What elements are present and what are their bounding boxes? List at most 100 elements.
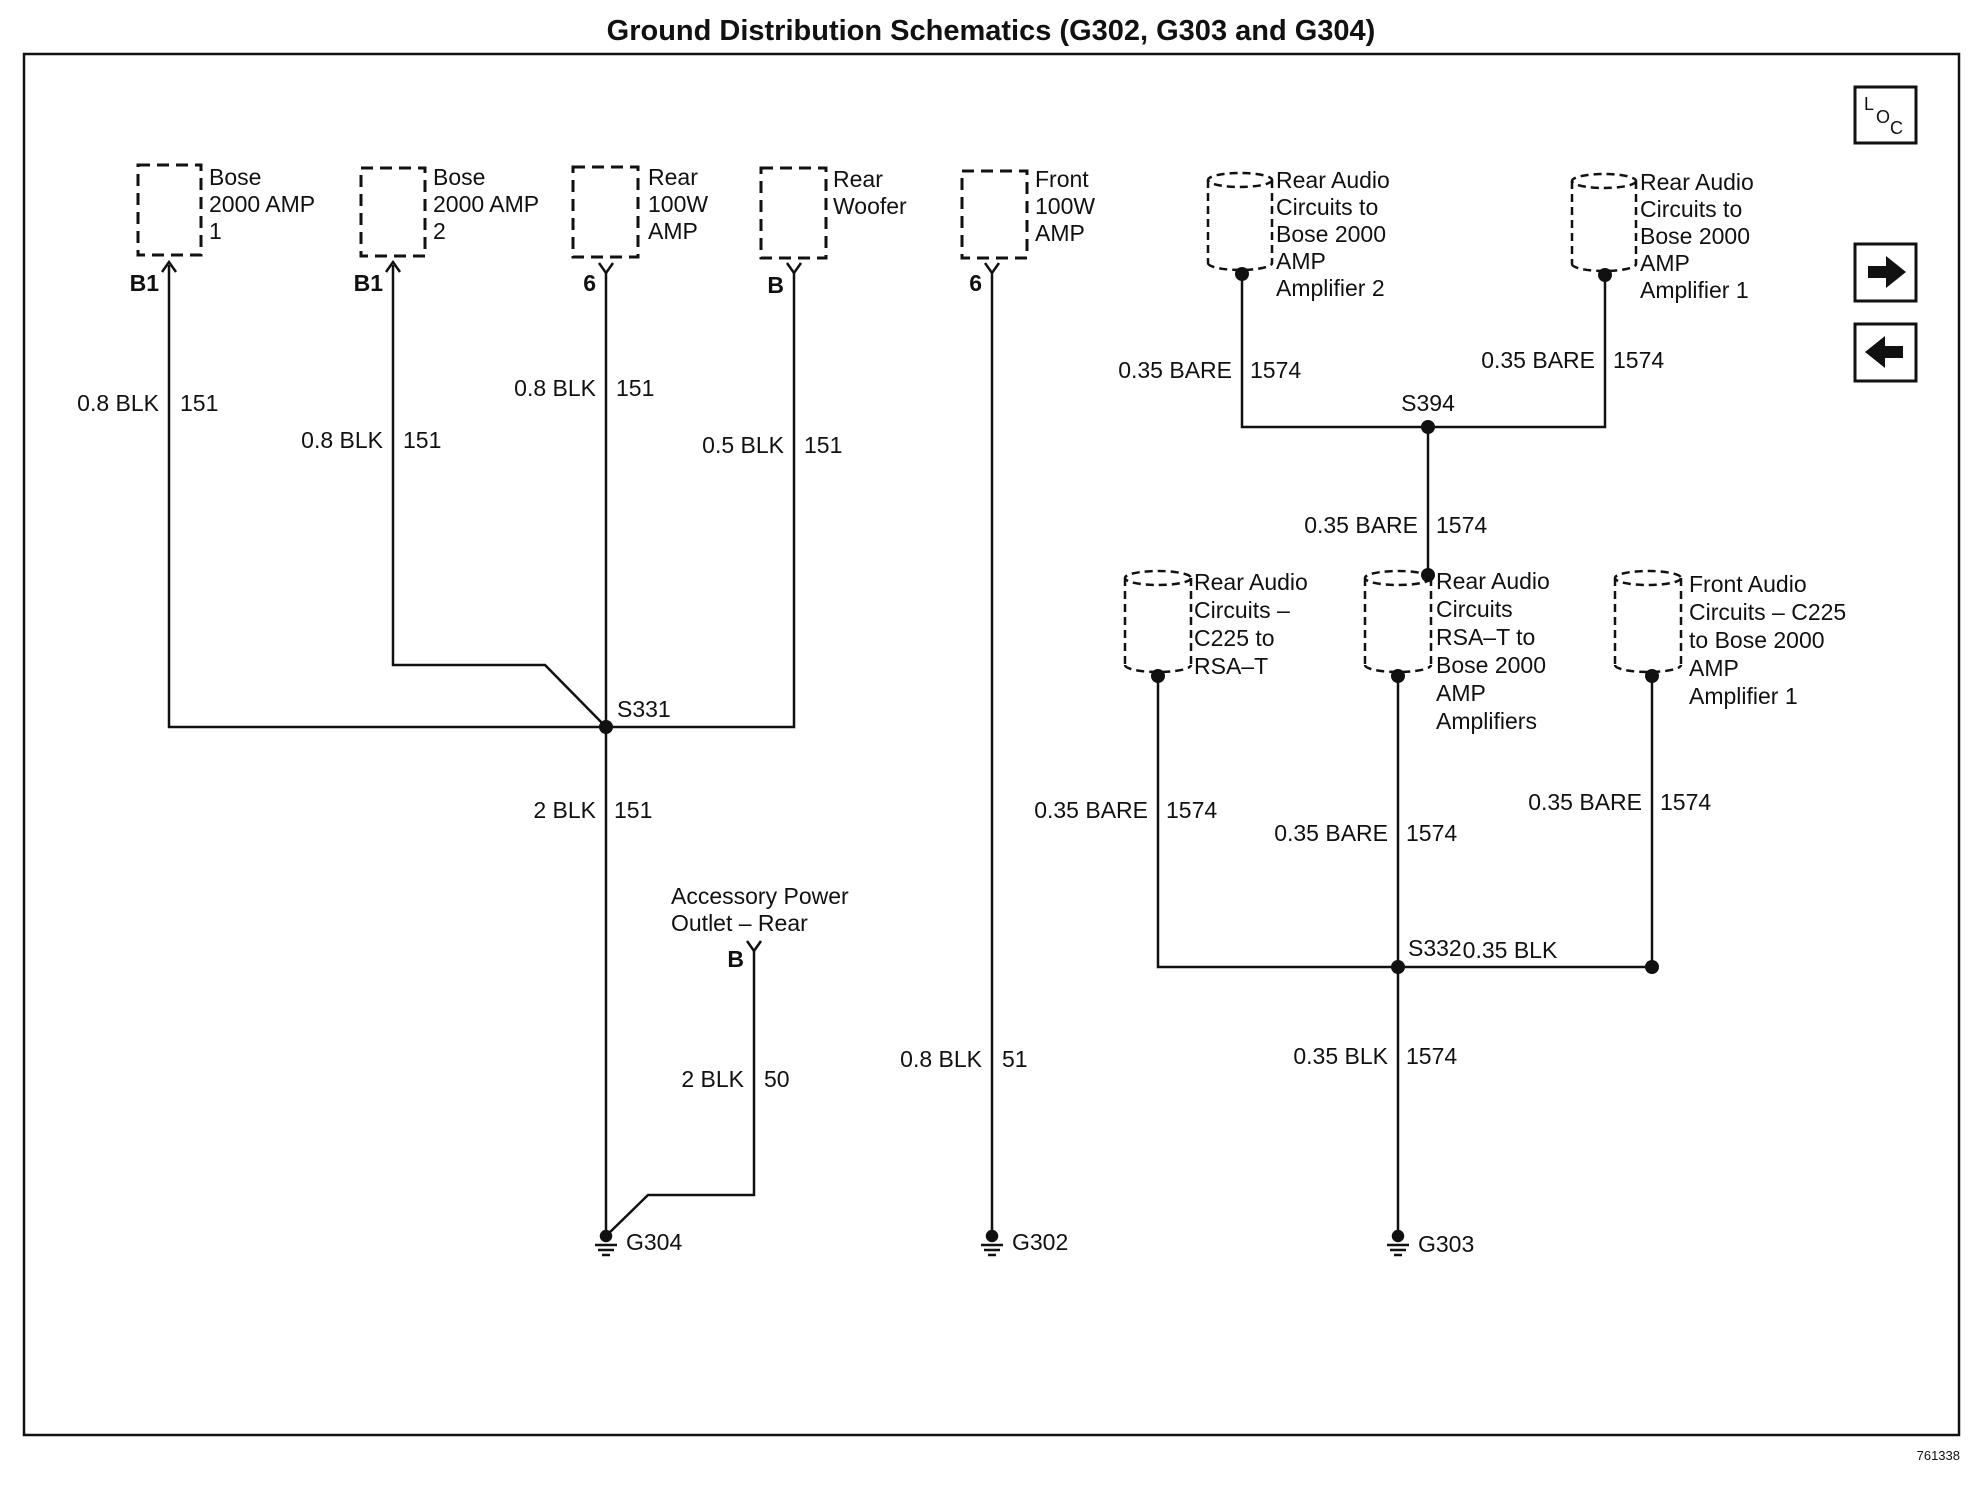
wire-gauge: 0.35 BARE [1034, 797, 1148, 823]
wire-circuit: 1574 [1406, 820, 1457, 846]
wire-circuit: 1574 [1406, 1043, 1457, 1069]
rear-woofer-label: Rear Woofer [833, 166, 907, 219]
male-terminal-woofer [785, 262, 803, 276]
arrow-left-icon[interactable] [1853, 322, 1918, 383]
pin-label-woofer: B [767, 272, 784, 298]
loc-letter-l: L [1864, 94, 1874, 114]
diagram-frame [22, 52, 1961, 1437]
splice-s332-dot [1391, 960, 1405, 974]
pin-label-front100w: 6 [969, 270, 982, 296]
loc-letter-o: O [1876, 107, 1890, 127]
accessory-power-outlet-label: Accessory Power Outlet – Rear [671, 883, 855, 936]
rear-audio-amp2-label: Rear Audio Circuits to Bose 2000 AMP Amp… [1276, 167, 1396, 301]
wire-gauge: 0.35 BLK [1293, 1043, 1388, 1069]
wire-gauge: 0.8 BLK [77, 390, 159, 416]
pin-label-outlet: B [727, 946, 744, 972]
wire-gauge: 0.35 BLK [1463, 937, 1558, 963]
wire-circuit: 1574 [1166, 797, 1217, 823]
front-100w-amp-label: Front 100W AMP [1035, 166, 1101, 246]
splice-s394-dot [1421, 420, 1435, 434]
front-100w-amp-box [960, 169, 1029, 260]
cylinder-rear-audio-c225-rsat [1123, 569, 1193, 674]
wire-circuit: 1574 [1250, 357, 1301, 383]
wire-gauge: 0.35 BARE [1528, 789, 1642, 815]
wire-circuit: 151 [403, 427, 441, 453]
cylinder-front-audio-c225-bose [1613, 569, 1683, 674]
ground-icon [595, 1229, 617, 1257]
rear-100w-amp-box [571, 165, 640, 259]
male-terminal-rear100w [597, 262, 615, 276]
ground-icon [981, 1229, 1003, 1257]
cylinder-rear-audio-rsat-bose [1363, 569, 1433, 674]
wire-gauge: 0.35 BARE [1481, 347, 1595, 373]
male-terminal-outlet [745, 940, 763, 954]
splice-labels: S331 S394 S332 [617, 390, 1462, 961]
ground-label-g303: G303 [1418, 1231, 1474, 1257]
rear-100w-amp-label: Rear 100W AMP [648, 164, 714, 244]
wire-circuit: 50 [764, 1066, 790, 1092]
female-terminal-bose1 [160, 259, 178, 273]
wire-gauge: 2 BLK [533, 797, 596, 823]
bose-amp-1-box [136, 163, 203, 257]
cylinder-rear-audio-amp2 [1206, 171, 1274, 272]
wire-woofer [606, 272, 796, 729]
wire-circuit: 1574 [1613, 347, 1664, 373]
wire-circuit: 151 [180, 390, 218, 416]
loc-letter-c: C [1890, 118, 1903, 138]
bose-amp-2-box [359, 166, 427, 258]
harness-cylinders [1123, 171, 1683, 674]
wire-bose2 [391, 265, 607, 728]
pin-label-bose1: B1 [130, 270, 160, 296]
rear-woofer-box [759, 166, 828, 260]
ground-label-g302: G302 [1012, 1229, 1068, 1255]
wire-amp1-s394 [1428, 275, 1607, 429]
wire-labels: 0.8 BLK 151 0.8 BLK 151 0.8 BLK 151 0.5 … [77, 347, 1711, 1092]
wire-circuit: 51 [1002, 1046, 1028, 1072]
page-title: Ground Distribution Schematics (G302, G3… [607, 15, 1376, 47]
loc-button[interactable]: L O C [1853, 85, 1918, 145]
wire-gauge: 2 BLK [681, 1066, 744, 1092]
bose-amp-1-label: Bose 2000 AMP 1 [209, 164, 321, 244]
pin-label-rear100w: 6 [583, 270, 596, 296]
wire-circuit: 151 [804, 432, 842, 458]
wire-gauge: 0.35 BARE [1304, 512, 1418, 538]
ground-labels: G304 G302 G303 [626, 1229, 1474, 1257]
wire-c225-s332 [1156, 676, 1398, 969]
rear-audio-rsat-bose-label: Rear Audio Circuits RSA–T to Bose 2000 A… [1436, 568, 1556, 734]
cylinder-rear-audio-amp1 [1570, 172, 1638, 273]
pin-labels: B1 B1 6 B 6 B [130, 270, 982, 972]
male-terminal-front100w [983, 262, 1001, 276]
splice-label-s332: S332 [1408, 935, 1462, 961]
wire-gauge: 0.5 BLK [702, 432, 784, 458]
ground-icon [1387, 1229, 1409, 1257]
component-labels: Bose 2000 AMP 1 Bose 2000 AMP 2 Rear 100… [209, 164, 1853, 936]
front-audio-c225-bose-label: Front Audio Circuits – C225 to Bose 2000… [1689, 571, 1853, 709]
splice-label-s331: S331 [617, 696, 671, 722]
wire-circuit: 1574 [1660, 789, 1711, 815]
wire-gauge: 0.35 BARE [1118, 357, 1232, 383]
rear-audio-amp1-label: Rear Audio Circuits to Bose 2000 AMP Amp… [1640, 169, 1760, 303]
wire-circuit: 1574 [1436, 512, 1487, 538]
wires-g304-g302 [167, 265, 994, 1237]
arrow-right-icon[interactable] [1853, 242, 1918, 303]
wire-gauge: 0.8 BLK [301, 427, 383, 453]
wire-amp2-s394 [1240, 274, 1428, 429]
ground-symbols [595, 1229, 1409, 1257]
female-terminal-bose2 [384, 259, 402, 273]
splice-label-s394: S394 [1401, 390, 1455, 416]
wire-outlet [605, 950, 756, 1237]
ground-label-g304: G304 [626, 1229, 682, 1255]
wire-gauge: 0.8 BLK [514, 375, 596, 401]
wires-g303 [1156, 274, 1654, 1236]
wire-gauge: 0.8 BLK [900, 1046, 982, 1072]
wire-circuit: 151 [616, 375, 654, 401]
wire-gauge: 0.35 BARE [1274, 820, 1388, 846]
document-id: 761338 [1917, 1448, 1960, 1463]
rear-audio-c225-rsat-label: Rear Audio Circuits – C225 to RSA–T [1194, 569, 1314, 679]
wire-circuit: 151 [614, 797, 652, 823]
front-jumper-dot [1645, 960, 1659, 974]
wire-bose1 [167, 265, 606, 729]
pin-label-bose2: B1 [354, 270, 384, 296]
bose-amp-2-label: Bose 2000 AMP 2 [433, 164, 545, 244]
